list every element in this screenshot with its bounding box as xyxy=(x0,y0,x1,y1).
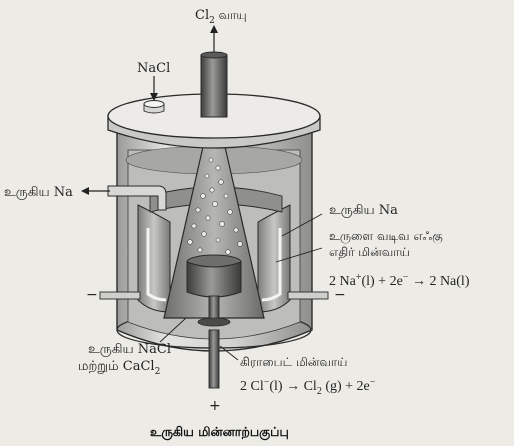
cathode-terminal-left xyxy=(99,291,141,300)
cathode-minus-left: − xyxy=(86,287,98,303)
diagram-caption: உருகிய மின்னாற்பகுப்பு xyxy=(150,424,289,440)
electrolyte-label-line1: உருகிய NaCl xyxy=(88,342,171,357)
chlorine-outlet-pipe xyxy=(200,54,228,118)
leader-lines xyxy=(159,213,323,361)
anode-base xyxy=(197,317,231,327)
anode-body xyxy=(186,261,242,298)
chlorine-bubbles xyxy=(187,157,243,255)
anode-feed-rod xyxy=(208,329,220,389)
cathode-minus-right: − xyxy=(334,287,346,303)
nacl-label: NaCl xyxy=(137,61,170,76)
cathode-inner-left xyxy=(146,228,167,302)
anode-equation: 2 Cl−(l) → Cl2 (g) + 2e− xyxy=(240,377,376,397)
chlorine-outlet-top xyxy=(200,51,228,59)
electrolyte-label-line2: மற்றும் CaCl2 xyxy=(78,359,160,377)
molten-na-right-label: உருகிய Na xyxy=(329,203,398,218)
anode-plus: + xyxy=(209,398,221,414)
cathode-inner-right xyxy=(261,228,282,302)
sodium-outlet-pipe xyxy=(107,185,167,211)
arrows xyxy=(81,25,218,195)
cathode-label-line2: எதிர் மின்வாய் xyxy=(329,245,410,259)
chlorine-gas-label: Cl2 வாயு xyxy=(195,8,247,26)
anode-label: கிராபைட் மின்வாய் xyxy=(240,355,347,369)
cathode-equation: 2 Na+(l) + 2e− → 2 Na(l) xyxy=(329,272,470,289)
cathode-terminal-right xyxy=(287,291,329,300)
molten-na-left-label: உருகிய Na xyxy=(4,185,73,200)
cathode-label-line1: உருளை வடிவ எஃகு xyxy=(329,229,443,244)
nacl-feed-plug-top xyxy=(143,100,165,108)
